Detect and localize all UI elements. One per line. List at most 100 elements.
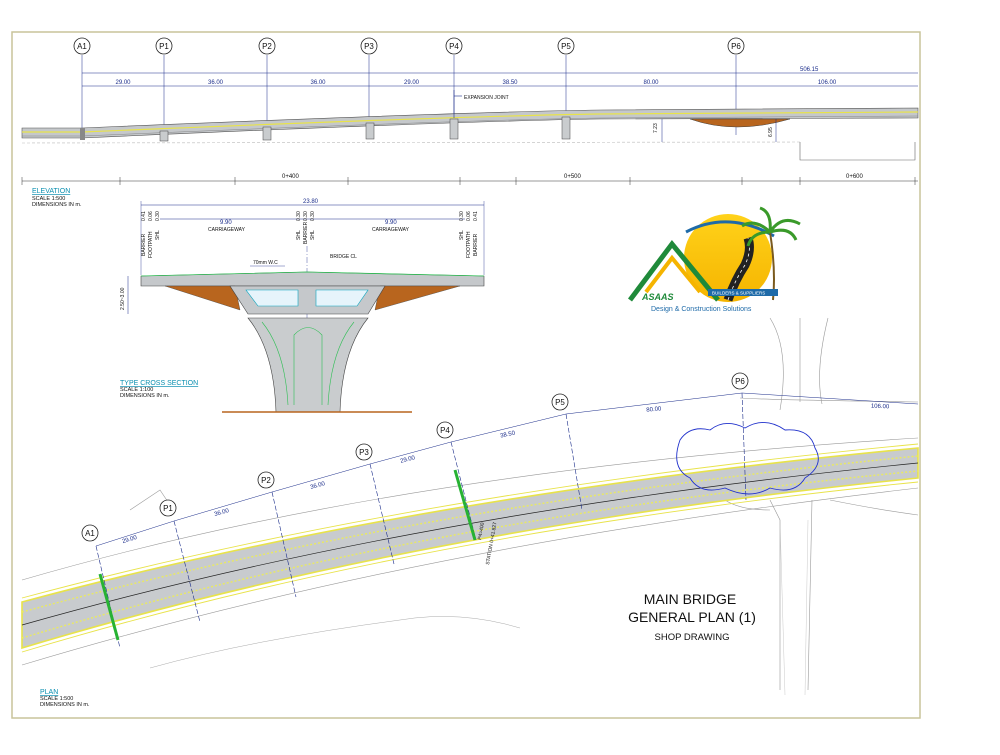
bridge-cl-label: BRIDGE CL — [330, 254, 357, 260]
barrier-label-median: BARRIER — [303, 221, 309, 244]
cross-section-view: 23.80 9.90 CARRIAGEWAY 9.90 CARRIAGEWAY … — [120, 199, 485, 413]
carriageway-label-left: CARRIAGEWAY — [208, 227, 246, 233]
svg-text:P3: P3 — [364, 42, 374, 51]
title-line-1: MAIN BRIDGE — [644, 591, 737, 607]
shoulder-label-median-right: SHL — [310, 230, 316, 240]
elevation-axis-p6: P6 — [727, 37, 745, 135]
median-dim-2: 0.30 — [303, 211, 309, 221]
sheet-frame — [11, 31, 921, 719]
svg-text:P1: P1 — [163, 504, 173, 513]
plan-deck — [21, 447, 919, 650]
shoulder-label-right: SHL — [459, 230, 465, 240]
svg-text:P5: P5 — [561, 42, 571, 51]
carriageway-label-right: CARRIAGEWAY — [372, 227, 410, 233]
plan-span-5: 38.50 — [500, 430, 517, 439]
chainage-0400: 0+400 — [282, 174, 300, 180]
elevation-span-dimensions: 29.00 36.00 36.00 29.00 38.50 80.00 106.00 — [115, 80, 836, 86]
girder-depth-range: 2.50~3.00 — [120, 287, 126, 310]
plan-span-3: 36.00 — [310, 481, 327, 491]
house-roof-icon — [628, 239, 720, 302]
right-dim-2: 0.06 — [466, 211, 472, 221]
svg-text:P6: P6 — [731, 42, 741, 51]
plan-axis-p6: P6 — [731, 372, 749, 501]
svg-text:A1: A1 — [77, 42, 87, 51]
svg-text:P2: P2 — [262, 42, 272, 51]
median-dim-3: 0.30 — [310, 211, 316, 221]
svg-text:P2: P2 — [261, 476, 271, 485]
chainage-0600: 0+600 — [846, 174, 864, 180]
plan-caption: PLAN — [40, 689, 58, 696]
svg-text:P5: P5 — [555, 398, 565, 407]
elevation-span-3: 36.00 — [310, 80, 326, 86]
svg-text:P4: P4 — [440, 426, 450, 435]
svg-text:P6: P6 — [735, 377, 745, 386]
elevation-deck — [21, 107, 919, 139]
barrier-label-right: BARRIER — [473, 233, 479, 256]
svg-text:P1: P1 — [159, 42, 169, 51]
plan-span-7: 106.00 — [871, 404, 890, 411]
elevation-span-4: 29.00 — [404, 80, 420, 86]
plan-scale: SCALE 1:500 — [40, 696, 73, 702]
svg-text:P4: P4 — [449, 42, 459, 51]
plan-axis-p4: P4 — [436, 421, 477, 541]
elevation-span-6: 80.00 — [643, 80, 659, 86]
title-line-3: SHOP DRAWING — [655, 632, 730, 643]
plan-centerline — [21, 462, 919, 626]
cross-section-scale: SCALE 1:100 — [120, 387, 153, 393]
elevation-span-7: 106.00 — [818, 80, 837, 86]
cross-section-overall-width: 23.80 — [303, 199, 319, 205]
plan-view: A1P1P2P3P4P5P629.0036.0036.0029.0038.508… — [21, 317, 919, 708]
median-dim-1: 0.30 — [296, 211, 302, 221]
cross-section-units: DIMENSIONS IN m. — [120, 393, 170, 399]
sun-shape — [684, 214, 772, 302]
shoulder-label-left: SHL — [155, 230, 161, 240]
elevation-total-length: 506.15 — [800, 67, 819, 73]
left-dim-2: 0.06 — [148, 211, 154, 221]
elevation-span-5: 38.50 — [502, 80, 518, 86]
elevation-axis-p1: P1 — [155, 37, 173, 135]
elevation-span-1: 29.00 — [115, 80, 131, 86]
pier-height-p6b: 6.95 — [768, 127, 774, 137]
svg-text:A1: A1 — [85, 529, 95, 538]
plan-axis-p1: P1 — [159, 499, 201, 623]
footpath-label-right: FOOTPATH — [466, 231, 472, 258]
elevation-span-2: 36.00 — [208, 80, 224, 86]
left-dim-3: 0.30 — [155, 211, 161, 221]
plan-axis-markers: A1P1P2P3P4P5P629.0036.0036.0029.0038.508… — [81, 372, 919, 649]
revision-cloud — [676, 422, 819, 495]
logo-subtitle: Design & Construction Solutions — [651, 306, 752, 313]
plan-axis-p3: P3 — [355, 443, 395, 565]
plan-span-2: 36.00 — [214, 508, 231, 518]
elevation-axis-a1: A1 — [73, 37, 91, 135]
carriageway-width-right: 9.90 — [385, 220, 397, 226]
svg-text:P3: P3 — [359, 448, 369, 457]
cross-section-caption: TYPE CROSS SECTION — [120, 380, 198, 387]
plan-axis-p2: P2 — [257, 471, 297, 598]
barrier-label-left: BARRIER — [141, 233, 147, 256]
abutment-joint — [98, 573, 120, 641]
station-label-1: P4=400 — [477, 522, 486, 540]
title-line-2: GENERAL PLAN (1) — [628, 609, 756, 625]
plan-axis-a1: A1 — [81, 524, 121, 649]
elevation-axis-p4: P4 — [445, 37, 463, 135]
plan-units: DIMENSIONS IN m. — [40, 702, 90, 708]
elevation-scale: SCALE 1:500 — [32, 196, 65, 202]
pier-height-p6a: 7.23 — [653, 123, 659, 133]
right-dim-3: 0.41 — [473, 211, 479, 221]
shoulder-label-median-left: SHL — [296, 230, 302, 240]
company-logo: ASAAS BUILDERS & SUPPLIERS Design & Cons… — [628, 206, 801, 313]
elevation-caption: ELEVATION — [32, 188, 70, 195]
elevation-axis-p2: P2 — [258, 37, 276, 135]
footpath-label-left: FOOTPATH — [148, 231, 154, 258]
elevation-units: DIMENSIONS IN m. — [32, 202, 82, 208]
plan-span-4: 29.00 — [400, 455, 417, 465]
chainage-0500: 0+500 — [564, 174, 582, 180]
p4-expansion-joint — [453, 469, 477, 541]
right-dim-1: 0.30 — [459, 211, 465, 221]
plan-span-6: 80.00 — [646, 406, 662, 414]
title-block: MAIN BRIDGE GENERAL PLAN (1) SHOP DRAWIN… — [628, 591, 756, 643]
logo-tagline: BUILDERS & SUPPLIERS — [712, 291, 765, 296]
